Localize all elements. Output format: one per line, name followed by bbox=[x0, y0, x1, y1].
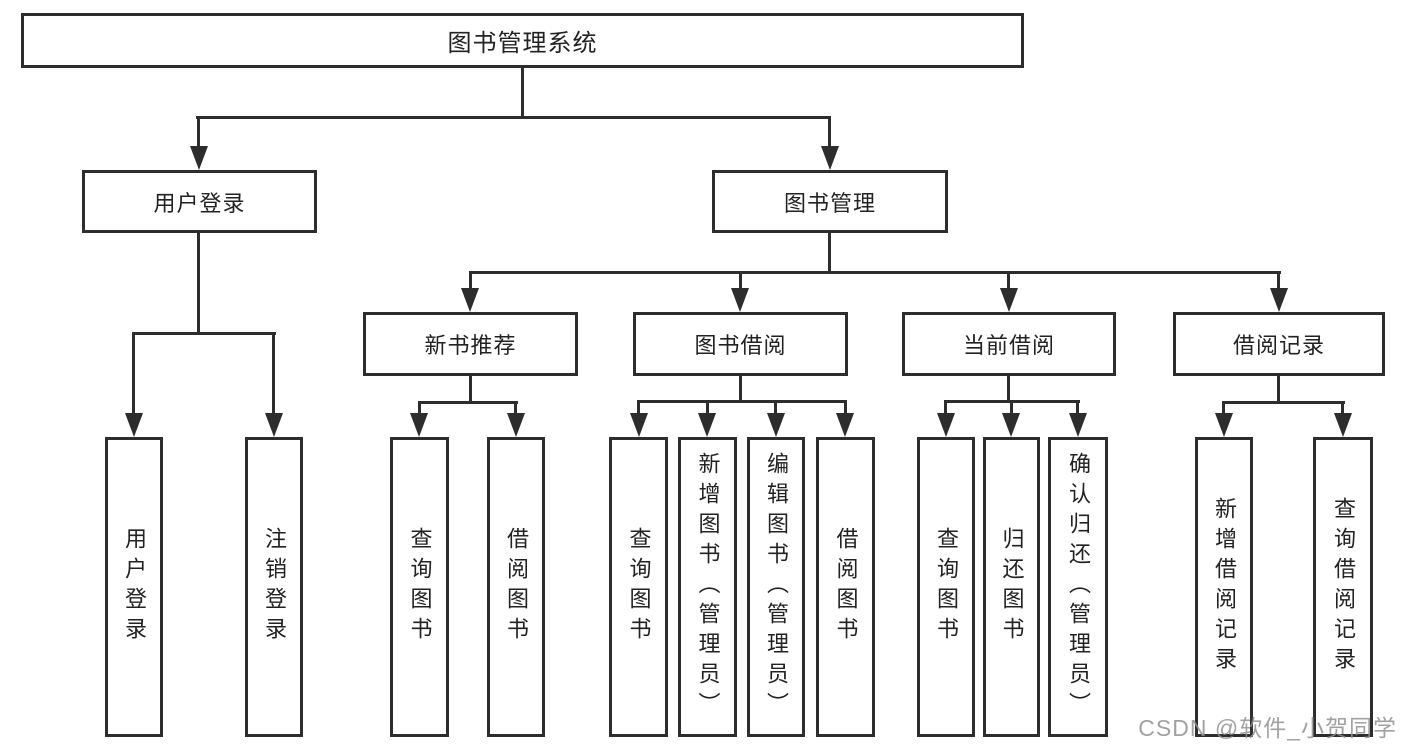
connector-line bbox=[521, 68, 524, 119]
node-user-login-label: 用户登录 bbox=[153, 190, 246, 216]
arrowhead-down-icon bbox=[630, 413, 648, 437]
connector-line bbox=[272, 332, 275, 415]
connector-line bbox=[637, 400, 847, 403]
connector-line bbox=[1277, 376, 1280, 404]
leaf-confirm-return-admin: 确认归还（管理员） bbox=[1048, 437, 1108, 737]
connector-line bbox=[197, 233, 200, 335]
connector-line bbox=[1007, 271, 1010, 292]
leaf-query-borrow-record: 查询借阅记录 bbox=[1313, 437, 1373, 737]
arrowhead-down-icon bbox=[507, 413, 525, 437]
node-root: 图书管理系统 bbox=[21, 13, 1024, 68]
arrowhead-down-icon bbox=[461, 288, 479, 312]
node-book-management-label: 图书管理 bbox=[783, 190, 876, 216]
leaf-add-borrow-record: 新增借阅记录 bbox=[1195, 437, 1253, 737]
arrowhead-down-icon bbox=[821, 146, 839, 170]
leaf-logout: 注销登录 bbox=[245, 437, 303, 737]
connector-line bbox=[739, 271, 742, 292]
node-new-book-recommend: 新书推荐 bbox=[363, 312, 578, 376]
node-current-borrowing-label: 当前借阅 bbox=[962, 333, 1055, 358]
node-borrowing-records-label: 借阅记录 bbox=[1232, 333, 1325, 358]
node-root-label: 图书管理系统 bbox=[447, 30, 598, 57]
arrowhead-down-icon bbox=[698, 413, 716, 437]
connector-line bbox=[828, 233, 831, 274]
leaf-query-books-recommend: 查询图书 bbox=[390, 437, 449, 737]
leaf-borrow-books-recommend-label: 借阅图书 bbox=[504, 527, 529, 647]
connector-line bbox=[196, 116, 831, 119]
arrowhead-down-icon bbox=[1000, 288, 1018, 312]
arrowhead-down-icon bbox=[265, 413, 283, 437]
connector-line bbox=[1007, 376, 1010, 403]
leaf-user-login-label: 用户登录 bbox=[122, 527, 147, 647]
arrowhead-down-icon bbox=[1002, 413, 1020, 437]
connector-line bbox=[469, 376, 472, 404]
arrowhead-down-icon bbox=[731, 288, 749, 312]
leaf-borrow-books-recommend: 借阅图书 bbox=[487, 437, 545, 737]
connector-line bbox=[1222, 401, 1225, 415]
arrowhead-down-icon bbox=[410, 413, 428, 437]
connector-line bbox=[1222, 401, 1345, 404]
connector-line bbox=[739, 376, 742, 403]
connector-line bbox=[828, 116, 831, 150]
connector-line bbox=[774, 400, 777, 415]
arrowhead-down-icon bbox=[1270, 288, 1288, 312]
connector-line bbox=[1010, 400, 1013, 415]
leaf-add-books-admin-label: 新增图书（管理员） bbox=[695, 452, 721, 722]
connector-line bbox=[418, 401, 518, 404]
leaf-return-books: 归还图书 bbox=[983, 437, 1040, 737]
node-book-management: 图书管理 bbox=[712, 170, 948, 233]
leaf-return-books-label: 归还图书 bbox=[999, 527, 1025, 647]
arrowhead-down-icon bbox=[767, 413, 785, 437]
arrowhead-down-icon bbox=[1215, 413, 1233, 437]
arrowhead-down-icon bbox=[937, 413, 955, 437]
node-book-borrowing-label: 图书借阅 bbox=[694, 333, 787, 358]
leaf-query-books-borrowing-label: 查询图书 bbox=[626, 527, 652, 647]
leaf-query-books-borrowing: 查询图书 bbox=[609, 437, 668, 737]
node-borrowing-records: 借阅记录 bbox=[1173, 312, 1385, 376]
leaf-query-books-current: 查询图书 bbox=[917, 437, 975, 737]
arrowhead-down-icon bbox=[836, 413, 854, 437]
connector-line bbox=[132, 332, 276, 335]
leaf-add-borrow-record-label: 新增借阅记录 bbox=[1212, 497, 1237, 677]
node-user-login: 用户登录 bbox=[82, 170, 317, 233]
leaf-logout-label: 注销登录 bbox=[262, 527, 287, 647]
watermark-text: CSDN @软件_小贺同学 bbox=[1138, 715, 1397, 741]
arrowhead-down-icon bbox=[125, 413, 143, 437]
leaf-edit-books-admin: 编辑图书（管理员） bbox=[747, 437, 805, 737]
connector-line bbox=[1277, 271, 1280, 292]
leaf-add-books-admin: 新增图书（管理员） bbox=[678, 437, 737, 737]
arrowhead-down-icon bbox=[1069, 413, 1087, 437]
connector-line bbox=[418, 401, 421, 415]
connector-line bbox=[944, 400, 947, 415]
leaf-query-books-current-label: 查询图书 bbox=[934, 527, 959, 647]
connector-line bbox=[637, 400, 640, 415]
connector-line bbox=[514, 401, 517, 415]
leaf-confirm-return-admin-label: 确认归还（管理员） bbox=[1066, 452, 1091, 722]
leaf-query-borrow-record-label: 查询借阅记录 bbox=[1331, 497, 1356, 677]
connector-line bbox=[469, 271, 1281, 274]
node-current-borrowing: 当前借阅 bbox=[902, 312, 1116, 376]
connector-line bbox=[132, 332, 135, 415]
node-new-book-recommend-label: 新书推荐 bbox=[424, 333, 517, 358]
connector-line bbox=[1076, 400, 1079, 415]
arrowhead-down-icon bbox=[190, 146, 208, 170]
leaf-edit-books-admin-label: 编辑图书（管理员） bbox=[764, 452, 789, 722]
connector-line bbox=[706, 400, 709, 415]
leaf-query-books-recommend-label: 查询图书 bbox=[407, 527, 433, 647]
leaf-user-login: 用户登录 bbox=[105, 437, 163, 737]
connector-line bbox=[469, 271, 472, 292]
arrowhead-down-icon bbox=[1334, 413, 1352, 437]
connector-line bbox=[844, 400, 847, 415]
connector-line bbox=[1341, 401, 1344, 415]
node-book-borrowing: 图书借阅 bbox=[633, 312, 848, 376]
leaf-borrow-books-label: 借阅图书 bbox=[833, 527, 859, 647]
leaf-borrow-books: 借阅图书 bbox=[816, 437, 875, 737]
connector-line bbox=[197, 116, 200, 150]
